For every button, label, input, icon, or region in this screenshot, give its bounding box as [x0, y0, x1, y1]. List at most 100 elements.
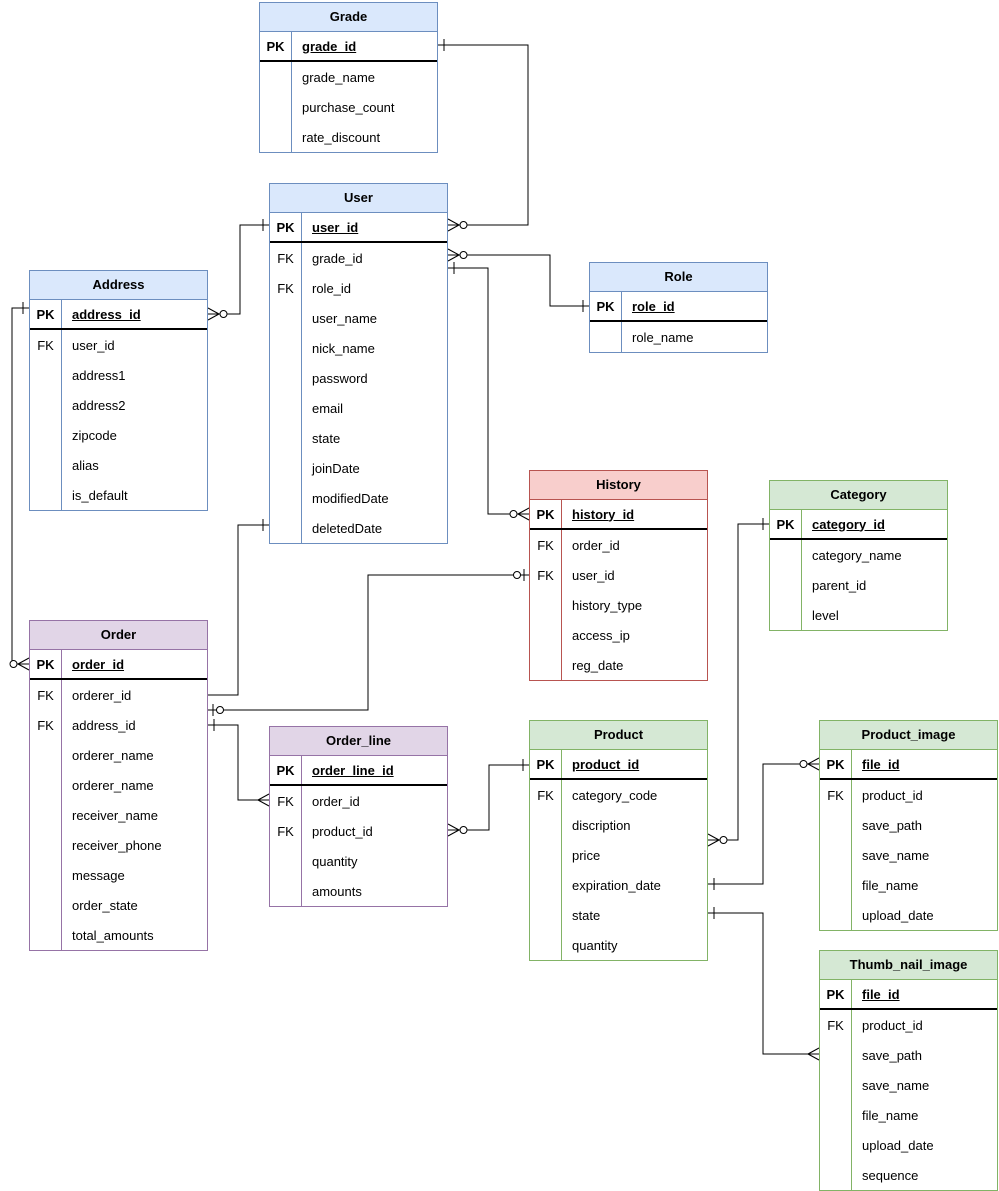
field-name: sequence [862, 1167, 919, 1183]
field-name: state [572, 907, 601, 923]
entity-field-row: discription [530, 810, 707, 840]
relationship-user-role[interactable] [447, 248, 589, 312]
entity-title: History [530, 471, 707, 500]
entity-field-row: address2 [30, 390, 207, 420]
entity-field-row: level [770, 600, 947, 630]
field-name: grade_name [302, 69, 375, 85]
field-name: category_name [812, 547, 902, 563]
relationship-order-line-product[interactable] [447, 759, 529, 837]
entity-field-row: address1 [30, 360, 207, 390]
field-name: email [312, 400, 344, 416]
field-name: upload_date [862, 1137, 934, 1153]
key-label: PK [30, 650, 62, 678]
field-name: user_id [572, 567, 615, 583]
entity-field-row: file_name [820, 1100, 997, 1130]
key-label [30, 360, 62, 390]
key-label [30, 920, 62, 950]
field-name: orderer_id [72, 687, 132, 703]
relationship-user-address[interactable] [207, 219, 269, 321]
entity-field-row: order_state [30, 890, 207, 920]
field-name: role_name [632, 329, 694, 345]
entity-title: Product_image [820, 721, 997, 750]
field-name: user_id [312, 219, 359, 235]
entity-field-row: orderer_name [30, 770, 207, 800]
entity-field-row: parent_id [770, 570, 947, 600]
field-name: save_name [862, 1077, 930, 1093]
relationship-address-order[interactable] [9, 302, 30, 671]
entity-title: User [270, 184, 447, 213]
field-name: access_ip [572, 627, 630, 643]
key-label: FK [270, 243, 302, 273]
entity-field-row: save_path [820, 810, 997, 840]
entity-field-row: state [270, 423, 447, 453]
relationship-order-history[interactable] [208, 569, 529, 716]
field-name: history_id [572, 506, 635, 522]
entity-field-row: role_name [590, 322, 767, 352]
key-label: FK [30, 680, 62, 710]
key-label: PK [820, 980, 852, 1008]
key-label [820, 1070, 852, 1100]
field-name: file_id [862, 986, 900, 1002]
key-label [30, 890, 62, 920]
field-name: user_name [312, 310, 378, 326]
key-label [820, 1040, 852, 1070]
entity-field-row: upload_date [820, 1130, 997, 1160]
field-name: grade_id [302, 38, 357, 54]
key-label: FK [530, 780, 562, 810]
field-name: state [312, 430, 341, 446]
key-label [820, 1130, 852, 1160]
relationship-product-product-image[interactable] [708, 757, 820, 890]
relationship-user-order[interactable] [208, 519, 269, 696]
relationship-order-order-line[interactable] [208, 719, 270, 807]
relationship-grade-user[interactable] [438, 39, 529, 232]
key-label [530, 810, 562, 840]
relationship-product-category[interactable] [707, 518, 769, 847]
entity-field-row: message [30, 860, 207, 890]
key-label: FK [30, 330, 62, 360]
field-name: user_id [72, 337, 115, 353]
key-label: PK [270, 213, 302, 241]
relationship-user-history[interactable] [448, 262, 530, 521]
key-label [270, 846, 302, 876]
field-name: address_id [72, 717, 136, 733]
field-name: receiver_phone [72, 837, 162, 853]
key-label [270, 333, 302, 363]
key-label [530, 870, 562, 900]
key-label: FK [530, 560, 562, 590]
key-label [270, 303, 302, 333]
entity-field-row: total_amounts [30, 920, 207, 950]
entity-field-row: quantity [530, 930, 707, 960]
field-name: level [812, 607, 839, 623]
key-label [770, 600, 802, 630]
relationship-product-thumb-nail-image[interactable] [708, 907, 820, 1061]
entity-field-row: FK user_id [30, 330, 207, 360]
key-label [820, 870, 852, 900]
field-name: is_default [72, 487, 128, 503]
field-name: receiver_name [72, 807, 158, 823]
field-name: price [572, 847, 601, 863]
entity-title: Category [770, 481, 947, 510]
field-name: grade_id [312, 250, 363, 266]
entity-field-row: sequence [820, 1160, 997, 1190]
